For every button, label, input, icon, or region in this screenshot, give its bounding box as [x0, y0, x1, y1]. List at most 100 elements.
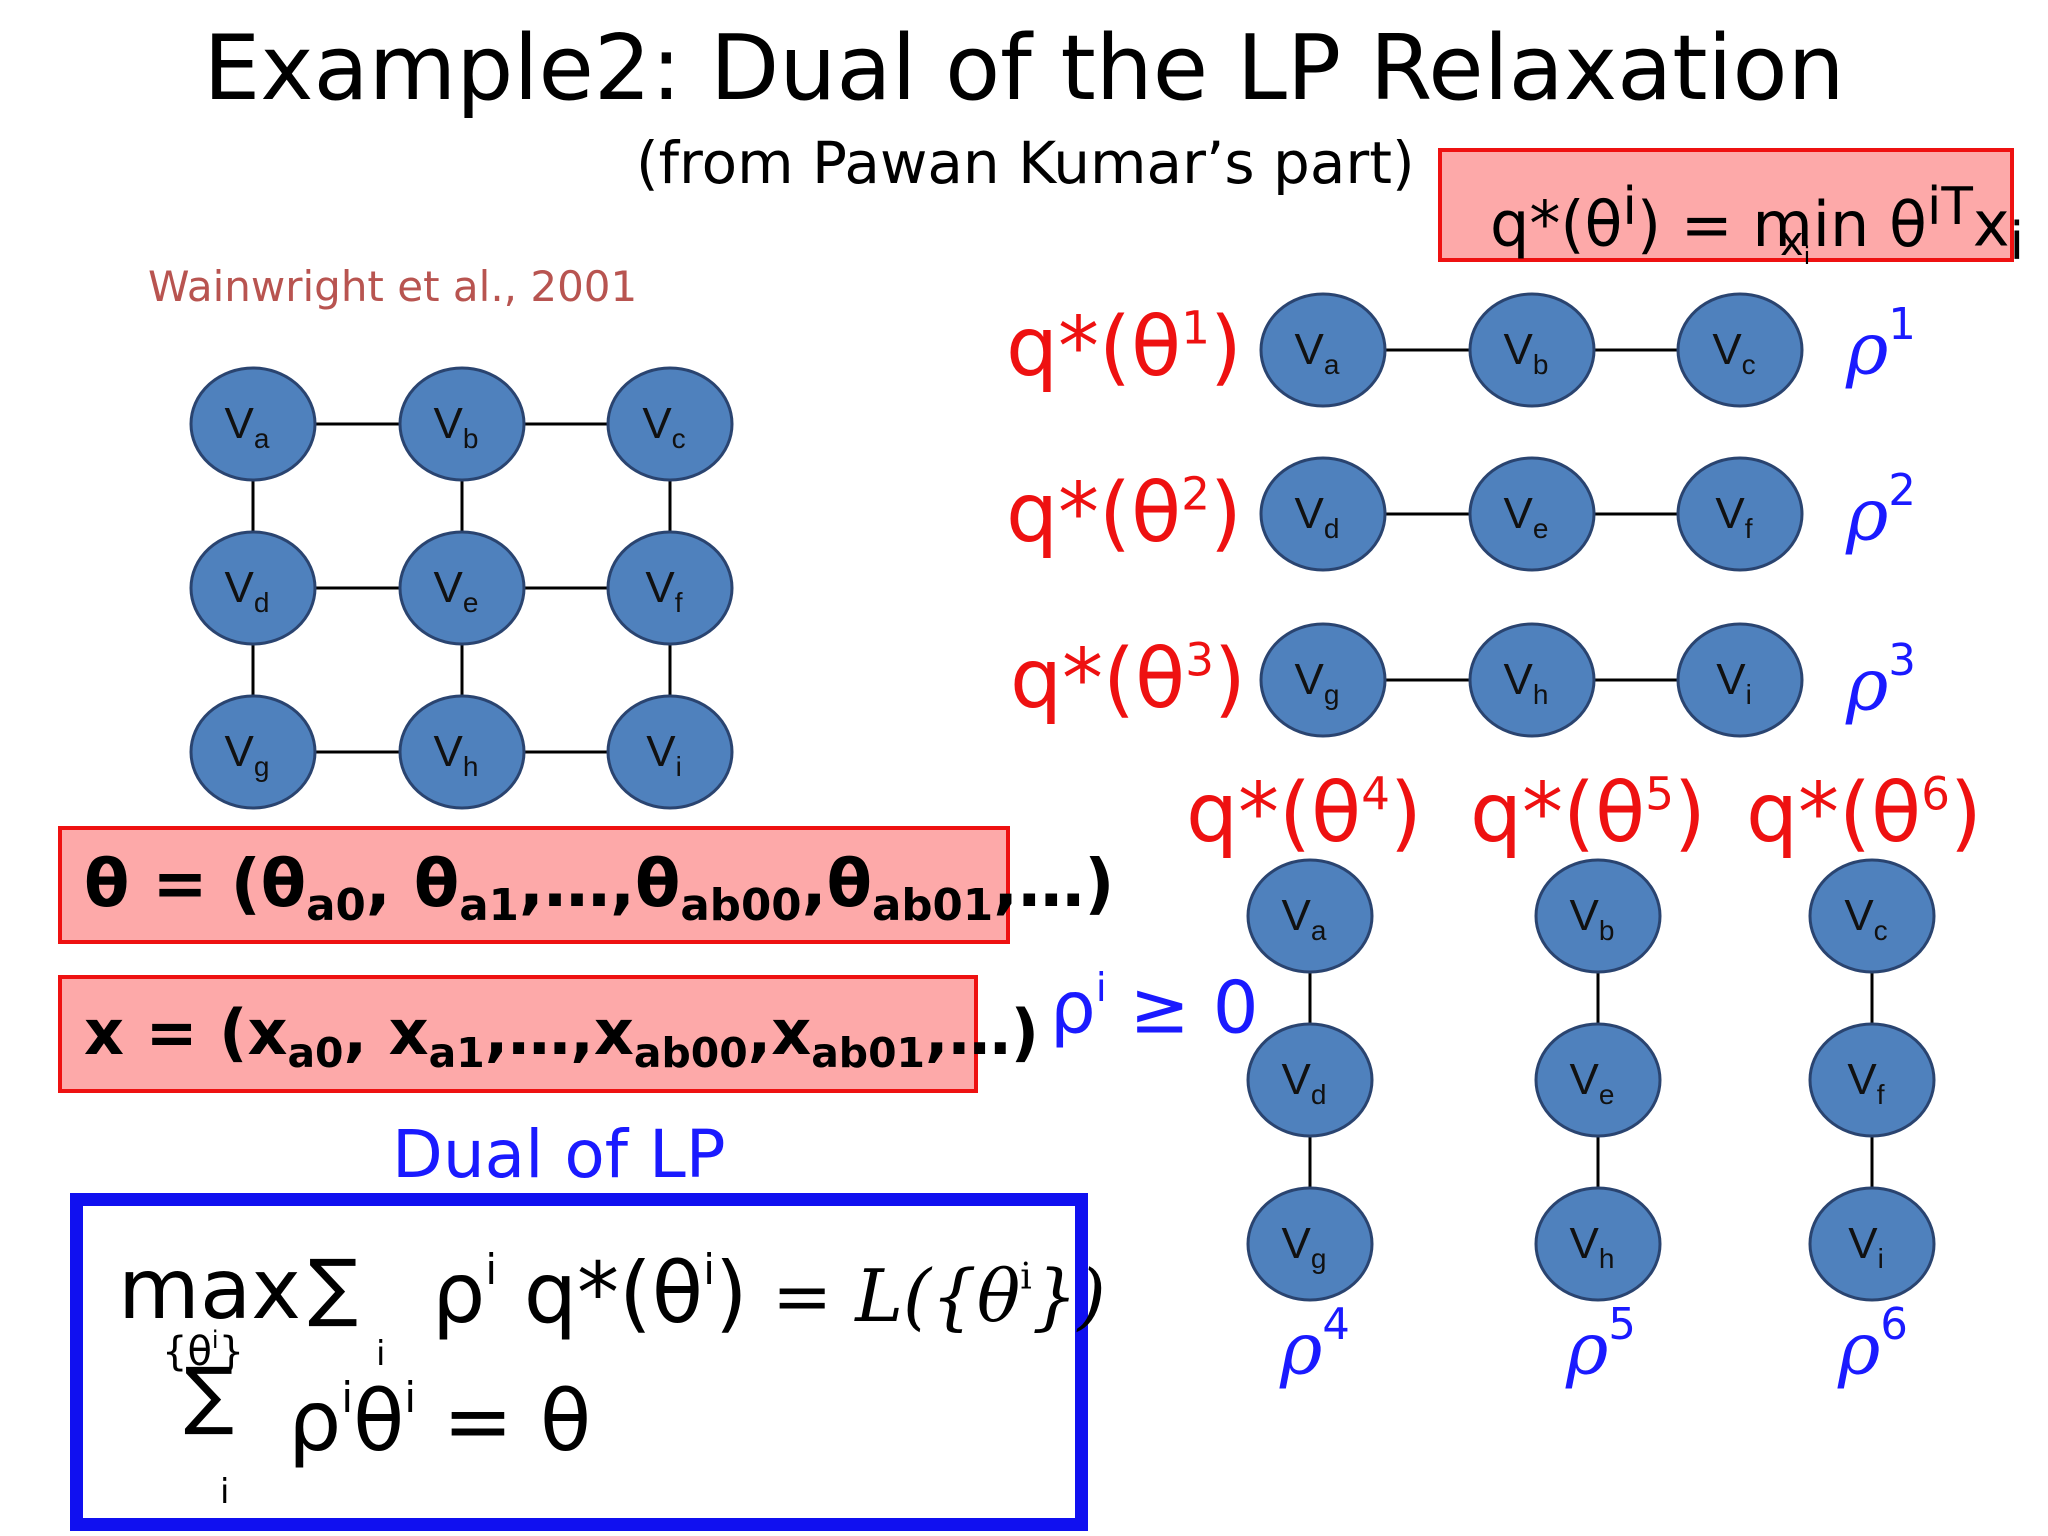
q-theta-6-label: q*(θ [1746, 766, 1922, 861]
col-chain-4-node-a: Va [1246, 858, 1374, 974]
dual-constraint: ρiθi = θ [288, 1372, 591, 1470]
theta-vec-s3: ab00 [680, 880, 802, 931]
q-theta-5-sup: 5 [1645, 767, 1674, 821]
q-def-min-under: xi [1780, 222, 1810, 276]
rho-2: ρ2 [1846, 466, 1916, 557]
dual-objective: ρi q*(θi) [432, 1244, 748, 1342]
col-chain-5-node-e-circle [1534, 1022, 1662, 1138]
slide-subtitle: (from Pawan Kumar’s part) [636, 129, 1415, 197]
grid-node-g: Vg [189, 694, 317, 810]
col-chain-4-node-g-circle [1246, 1186, 1374, 1302]
q-theta-1: q*(θ1) [1006, 300, 1242, 395]
q-def-sup: i [1622, 177, 1637, 237]
row-chain-1-node-a-label: Va [1295, 325, 1340, 380]
dual-con-theta: θ [353, 1372, 405, 1470]
dual-obj-rho: ρ [432, 1244, 486, 1342]
grid-node-a: Va [189, 366, 317, 482]
q-def-sup2: iT [1926, 177, 1973, 237]
rho-2-sup: 2 [1888, 466, 1916, 516]
theta-vec-s1: a0 [306, 880, 366, 931]
q-def-eq: ) = min θ [1636, 187, 1927, 261]
dual-of-lp-label: Dual of LP [392, 1116, 726, 1193]
row-chain-1-node-b-circle [1468, 292, 1596, 408]
x-vec-p4: ,x [747, 996, 812, 1069]
rho-nonnegativity: ρi ≥ 0 [1050, 965, 1259, 1050]
dual-L-sup: i [1020, 1256, 1032, 1298]
q-theta-4: q*(θ4) [1186, 766, 1422, 861]
dual-formula-box [70, 1193, 1088, 1531]
row-chain-3-node-h-circle [1468, 622, 1596, 738]
grid-node-h: Vh [398, 694, 526, 810]
q-theta-4-label: q*(θ [1186, 766, 1362, 861]
x-vec-p2: , x [343, 996, 429, 1069]
rho-6-symbol: ρ [1838, 1306, 1881, 1391]
rho-5-sup: 5 [1608, 1300, 1636, 1350]
col-chain-4-node-g: Vg [1246, 1186, 1374, 1302]
rho-6-sup: 6 [1880, 1300, 1908, 1350]
rho-4-symbol: ρ [1280, 1306, 1323, 1391]
dual-sum-index-2: i [220, 1472, 230, 1512]
q-theta-4-close: ) [1389, 766, 1422, 861]
row-chain-2-node-e-circle [1468, 456, 1596, 572]
theta-vec-p1: θ = (θ [84, 845, 307, 922]
grid-node-d: Vd [189, 530, 317, 646]
q-theta-2: q*(θ2) [1006, 466, 1242, 561]
grid-node-d-label: Vd [225, 563, 270, 618]
x-vec-s1: a0 [287, 1029, 344, 1078]
row-chain-1-node-c: Vc [1676, 292, 1804, 408]
grid-node-d-circle [189, 530, 317, 646]
q-theta-1-label: q*(θ [1006, 300, 1182, 395]
rho-6: ρ6 [1838, 1300, 1908, 1391]
rho-3: ρ3 [1846, 636, 1916, 727]
q-theta-3-sup: 3 [1185, 633, 1214, 687]
dual-con-rest: = θ [416, 1372, 592, 1470]
q-theta-5-label: q*(θ [1470, 766, 1646, 861]
row-chain-3-node-i: Vi [1676, 622, 1804, 738]
slide-title: Example2: Dual of the LP Relaxation [203, 16, 1845, 121]
grid-node-f-circle [606, 530, 734, 646]
theta-vec-p3: ,…,θ [518, 845, 681, 922]
col-chain-6-node-i: Vi [1808, 1186, 1936, 1302]
rho-3-symbol: ρ [1846, 642, 1889, 727]
col-chain-6-node-f: Vf [1808, 1022, 1936, 1138]
grid-node-b-circle [398, 366, 526, 482]
col-chain-5-node-b: Vb [1534, 858, 1662, 974]
rho-ge-rest: ≥ 0 [1106, 965, 1259, 1050]
q-def-sub: i [2009, 212, 2024, 273]
dual-max-subscript: {θi} [162, 1326, 244, 1375]
x-vec-p5: ,…) [925, 996, 1039, 1069]
row-chain-2-node-e: Ve [1468, 456, 1596, 572]
citation: Wainwright et al., 2001 [148, 262, 638, 311]
col-chain-5-node-e: Ve [1534, 1022, 1662, 1138]
row-chain-2-node-f: Vf [1676, 456, 1804, 572]
x-vec-p3: ,…,x [484, 996, 634, 1069]
row-chain-2-node-f-circle [1676, 456, 1804, 572]
q-theta-3-label: q*(θ [1010, 632, 1186, 727]
q-theta-1-close: ) [1209, 300, 1242, 395]
col-chain-6-node-c-label: Vc [1844, 891, 1887, 946]
col-chain-6-node-f-circle [1808, 1022, 1936, 1138]
rho-ge-sup: i [1095, 965, 1107, 1011]
grid-node-a-circle [189, 366, 317, 482]
dual-sum-objective: ∑ [308, 1244, 358, 1330]
x-vec-s3: ab00 [633, 1029, 748, 1078]
q-theta-3-close: ) [1213, 632, 1246, 727]
dual-under-open: {θ [162, 1328, 212, 1375]
dual-con-rho: ρ [288, 1372, 342, 1470]
dual-lagrangian: = L({θi}) [772, 1254, 1106, 1338]
dual-sum-constraint: ∑ [184, 1352, 234, 1438]
dual-max: max [118, 1240, 302, 1338]
col-chain-4-node-a-circle [1246, 858, 1374, 974]
rho-3-sup: 3 [1888, 636, 1916, 686]
dual-con-sup1: i [341, 1373, 353, 1423]
rho-2-symbol: ρ [1846, 472, 1889, 557]
col-chain-4-node-d-circle [1246, 1022, 1374, 1138]
rho-ge-symbol: ρ [1050, 965, 1096, 1050]
dual-under-close: } [218, 1328, 245, 1375]
q-theta-6-sup: 6 [1921, 767, 1950, 821]
x-vector-box: x = (xa0, xa1,…,xab00,xab01,…) [58, 975, 1039, 1093]
row-chain-3-node-i-circle [1676, 622, 1804, 738]
dual-con-sup2: i [404, 1373, 417, 1423]
q-theta-2-sup: 2 [1181, 467, 1210, 521]
